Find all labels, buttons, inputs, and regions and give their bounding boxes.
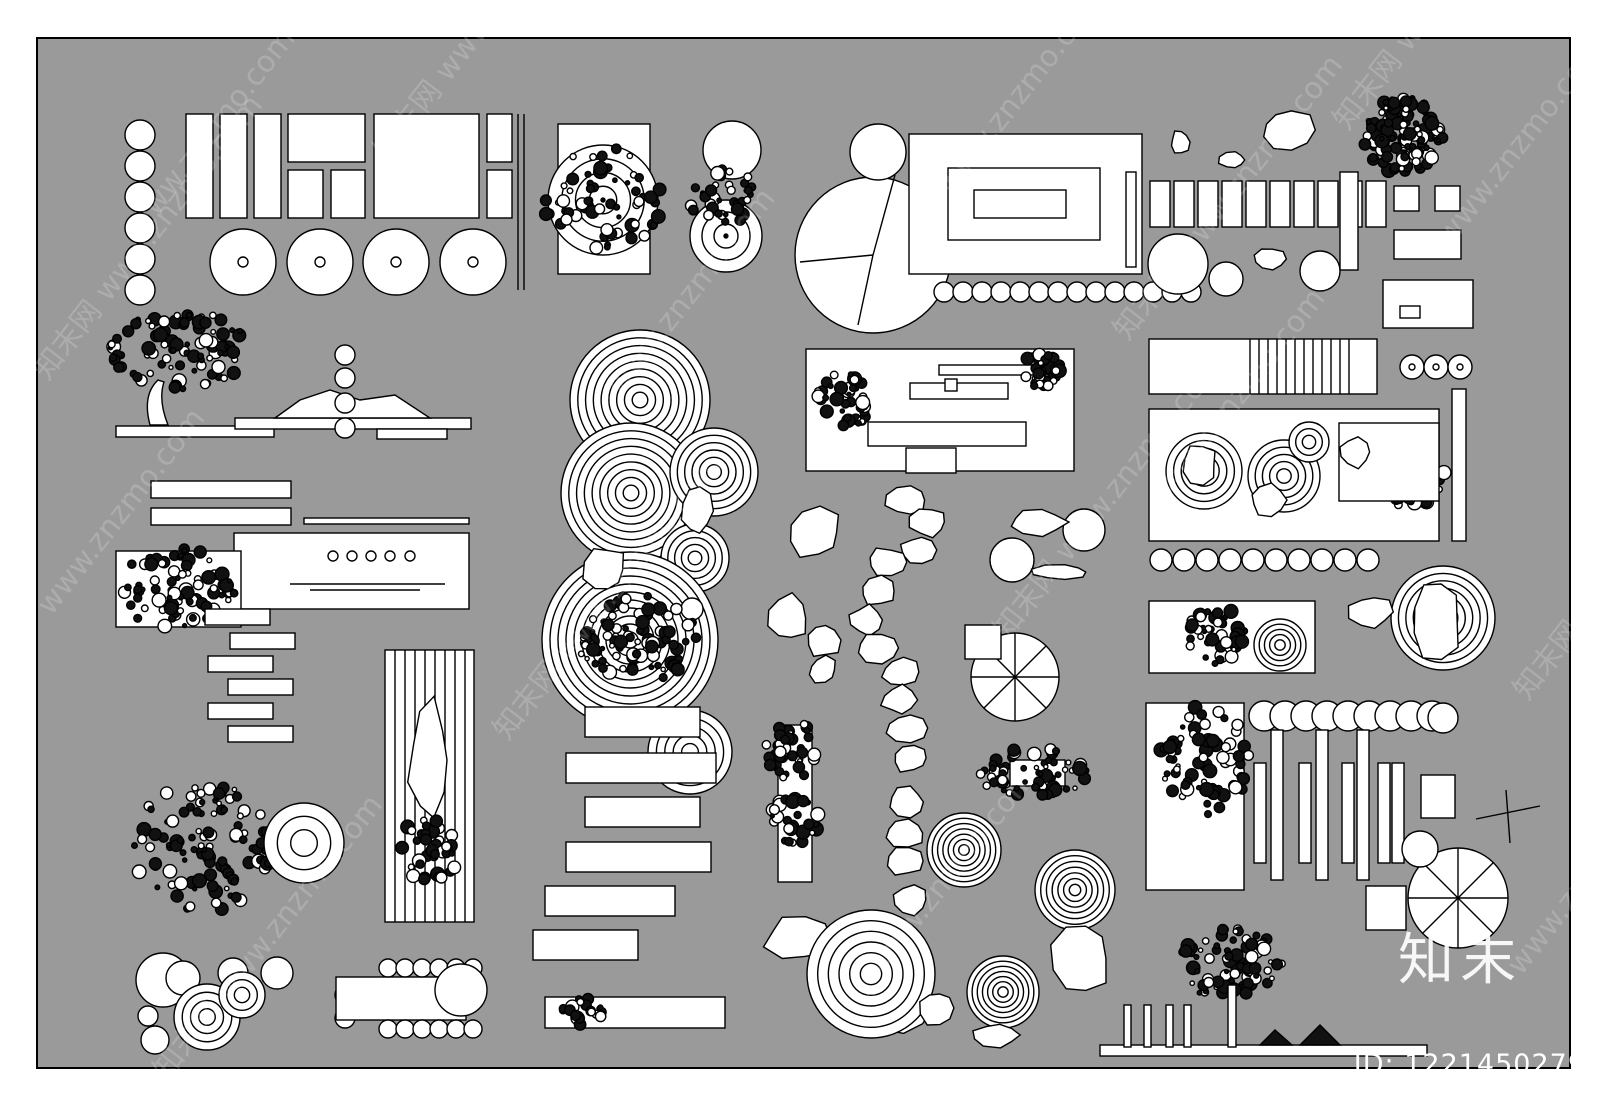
- plaza-plan: [794, 123, 1387, 334]
- bench-strip: [544, 992, 726, 1031]
- umbrella: [964, 624, 1060, 722]
- step-stones: [150, 480, 470, 526]
- ring-tree: [684, 120, 763, 273]
- pine-elevation: [106, 309, 275, 438]
- dining-set: [334, 344, 488, 1039]
- round-pavers: [209, 228, 507, 296]
- brand-logo: 知末: [1398, 928, 1522, 993]
- rect-garden: [1148, 600, 1316, 674]
- stepping-path: [848, 485, 946, 917]
- round-pavers-row: [1149, 548, 1380, 572]
- ripple-circles: [541, 329, 759, 795]
- tree-elevation: [1099, 923, 1428, 1057]
- umbrella-right: [1401, 830, 1509, 949]
- pond-circle: [806, 909, 1107, 1049]
- plan-panel: [805, 347, 1075, 474]
- dense-tree: [1358, 92, 1449, 179]
- chairs: [1365, 774, 1541, 931]
- spiral-circles: [926, 812, 1116, 1029]
- boulder-ring: [1347, 565, 1496, 671]
- stacked-slabs: [204, 608, 296, 743]
- courtyard-plan: [1148, 388, 1467, 542]
- wall-panel: [115, 532, 470, 634]
- furniture-blocks: [1382, 185, 1474, 329]
- lamp-post: [989, 508, 1106, 583]
- tree-panel: [1145, 699, 1255, 891]
- hedge-shrubs: [975, 743, 1092, 801]
- tree-strip: [761, 719, 826, 883]
- gravel-garden: [130, 781, 345, 917]
- circle-garden: [538, 123, 667, 275]
- bamboo-poles: [1248, 700, 1459, 881]
- circle-cluster: [135, 952, 294, 1055]
- pavers-panel: [124, 113, 525, 306]
- rocks-top: [1170, 110, 1317, 271]
- wood-deck: [384, 649, 475, 923]
- image-id: ID: 1221450279: [1353, 1049, 1586, 1080]
- stacked-slabs-center: [532, 706, 717, 961]
- hatch-band: [1148, 338, 1473, 395]
